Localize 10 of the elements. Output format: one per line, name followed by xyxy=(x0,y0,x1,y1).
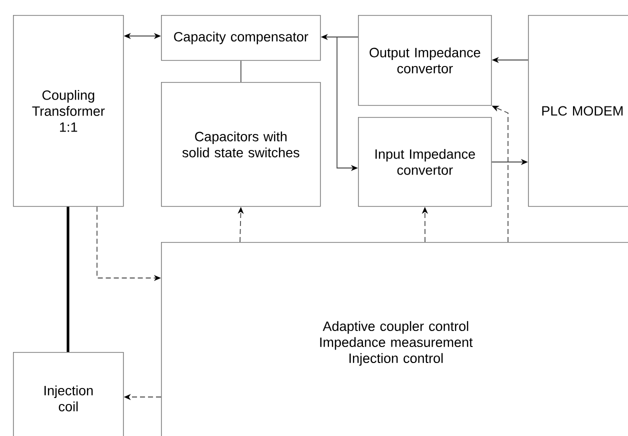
process-box: Input Impedance convertor xyxy=(358,117,492,207)
process-box: Output Impedance convertor xyxy=(358,15,492,106)
process-box: Capacitors with solid state switches xyxy=(161,82,321,207)
connector-line xyxy=(240,60,242,82)
connector-line xyxy=(66,206,70,352)
modem-box: PLC MODEM xyxy=(528,15,628,207)
control-block: Adaptive coupler control Impedance measurement Injection control xyxy=(161,242,628,436)
transformer-box: Coupling Transformer 1:1 xyxy=(13,15,124,207)
coil-box: Injection coil xyxy=(13,352,124,436)
process-box: Capacity compensator xyxy=(161,15,321,61)
